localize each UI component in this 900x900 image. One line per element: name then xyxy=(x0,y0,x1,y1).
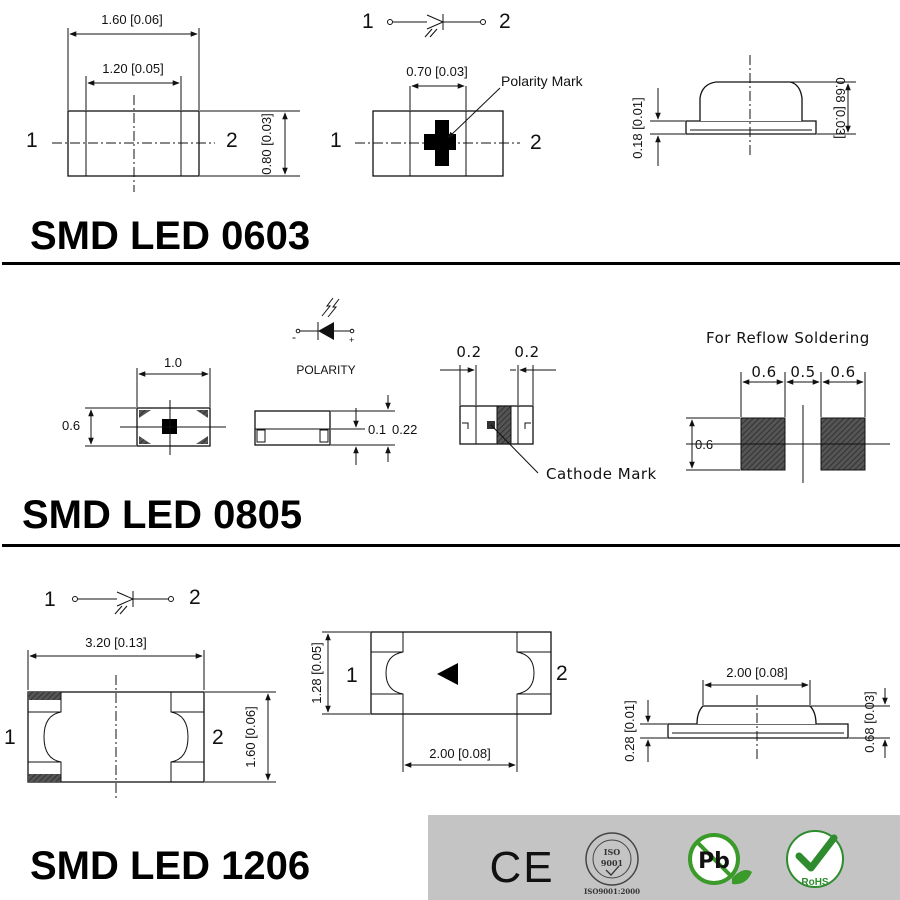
dim-1206-length: 3.20 [0.13] xyxy=(85,635,146,650)
polarity-label: POLARITY xyxy=(296,363,355,377)
pin-label-0603-mark-1: 1 xyxy=(330,129,342,152)
section-divider-1 xyxy=(2,262,900,265)
ce-mark: CE xyxy=(489,843,554,892)
pin-label-1206-top-1: 1 xyxy=(4,726,16,749)
led0805-side-view: 0.1 0.22 xyxy=(254,395,417,465)
reflow-gap: 0.5 xyxy=(790,363,815,381)
iso-seal: ISO 9001 ISO9001:2000 xyxy=(584,832,640,896)
reflow-height: 0.6 xyxy=(695,437,713,452)
rohs-label: RoHS xyxy=(801,877,829,888)
led0603-diode-symbol: 1 2 xyxy=(362,10,511,38)
led0805-led-symbol: - + POLARITY xyxy=(292,297,356,377)
title-0805: SMD LED 0805 xyxy=(22,493,302,537)
pb-label: Pb xyxy=(698,849,730,874)
dim-1206-width: 1.60 [0.06] xyxy=(243,706,258,767)
led0805-bottom-view: 0.2 0.2 Cathode Mark xyxy=(440,343,657,483)
reflow-pad2: 0.6 xyxy=(830,363,855,381)
section-divider-2 xyxy=(2,544,900,547)
iso-num: 9001 xyxy=(601,858,623,868)
certification-bar: CE ISO 9001 ISO9001:2000 Pb RoHS xyxy=(428,815,900,900)
dim-0603-height-total: 0.68 [0.03] xyxy=(833,77,848,138)
dim-0805-base: 0.1 xyxy=(368,422,386,437)
pin-label-1206-diode-1: 1 xyxy=(44,588,56,611)
pin-label-0603-top-1: 1 xyxy=(26,129,38,152)
dim-1206-top-length: 2.00 [0.08] xyxy=(726,665,787,680)
symbol-plus: + xyxy=(349,335,354,345)
led0603-side-view: 0.18 [0.01] 0.68 [0.03] xyxy=(630,55,856,166)
title-0603: SMD LED 0603 xyxy=(30,214,310,258)
led1206-top-view: 3.20 [0.13] 1.60 [0.06] 1 2 xyxy=(4,635,276,800)
reflow-pad1: 0.6 xyxy=(751,363,776,381)
dim-0603-height-base: 0.18 [0.01] xyxy=(630,97,645,158)
pin-label-0603-top-2: 2 xyxy=(226,129,238,152)
pin-label-1206-top-2: 2 xyxy=(212,726,224,749)
dim-1206-height-total: 0.68 [0.03] xyxy=(862,691,877,752)
iso-top: ISO xyxy=(604,847,621,857)
rohs-icon: RoHS xyxy=(786,830,844,888)
pin-label-0603-diode-1: 1 xyxy=(362,10,374,33)
dim-0805-width: 0.6 xyxy=(62,418,80,433)
pb-free-icon: Pb xyxy=(688,833,752,885)
led1206-side-view: 2.00 [0.08] 0.28 [0.01] 0.68 [0.03] xyxy=(622,665,890,762)
section-0805: - + POLARITY 1.0 0.6 xyxy=(2,297,900,547)
section-1206: 1 2 3.20 [0.13] xyxy=(4,586,890,888)
symbol-minus: - xyxy=(292,330,296,344)
dim-0603-length: 1.60 [0.06] xyxy=(101,12,162,27)
dim-1206-pad-spacing: 2.00 [0.08] xyxy=(429,746,490,761)
cathode-mark-label: Cathode Mark xyxy=(546,465,657,483)
pin-label-1206-diode-2: 2 xyxy=(189,586,201,609)
section-0603: 1.60 [0.06] 1.20 [0.05] 0.80 [0.03] 1 2 … xyxy=(2,10,900,265)
title-1206: SMD LED 1206 xyxy=(30,844,310,888)
pin-label-0603-mark-2: 2 xyxy=(530,131,542,154)
dim-0805-pad-right: 0.2 xyxy=(514,343,539,361)
dim-0603-pad: 0.70 [0.03] xyxy=(406,64,467,79)
led0805-top-view: 1.0 0.6 xyxy=(62,355,226,455)
polarity-mark-label: Polarity Mark xyxy=(501,73,584,89)
led0603-top-view: 1.60 [0.06] 1.20 [0.05] 0.80 [0.03] 1 2 xyxy=(26,12,300,192)
led0805-reflow-pads: For Reflow Soldering 0.6 0.5 0.6 0.6 xyxy=(686,329,890,483)
dim-0805-length: 1.0 xyxy=(164,355,182,370)
polarity-mark-shape xyxy=(424,120,456,166)
dim-1206-height-body: 1.28 [0.05] xyxy=(309,642,324,703)
dim-0805-pad-left: 0.2 xyxy=(456,343,481,361)
dim-0805-height: 0.22 xyxy=(392,422,417,437)
pin-label-0603-diode-2: 2 xyxy=(499,10,511,33)
pin-label-1206-side-1: 1 xyxy=(346,664,358,687)
dim-0603-inner: 1.20 [0.05] xyxy=(102,61,163,76)
dim-1206-height-base: 0.28 [0.01] xyxy=(622,700,637,761)
pin-label-1206-side-2: 2 xyxy=(556,662,568,685)
iso-bottom: ISO9001:2000 xyxy=(584,887,640,896)
reflow-title: For Reflow Soldering xyxy=(706,329,870,347)
led1206-diode-symbol: 1 2 xyxy=(44,586,201,615)
led0603-polarity-view: 0.70 [0.03] Polarity Mark 1 2 xyxy=(330,64,584,177)
dim-0603-width: 0.80 [0.03] xyxy=(259,113,274,174)
led1206-bottom-view: 1.28 [0.05] 2.00 [0.08] 1 2 xyxy=(309,631,568,772)
